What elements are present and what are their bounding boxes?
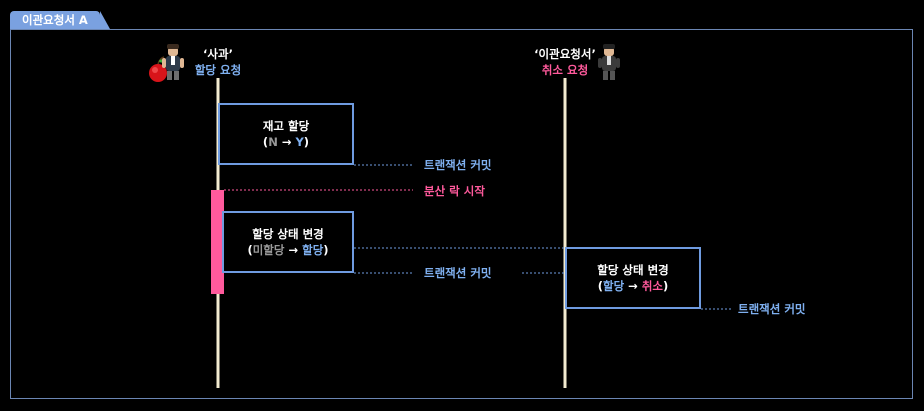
left-actor-action: 할당 요청	[194, 63, 242, 77]
right-actor-label: ‘이관요청서’ 취소 요청	[520, 46, 610, 78]
diagram-tab: 이관요청서 A	[10, 11, 110, 29]
stock-box-title: 재고 할당	[262, 119, 310, 133]
assign-status-box: 할당 상태 변경 (미할당 → 할당)	[222, 211, 354, 273]
diagram-frame	[10, 29, 913, 399]
cancel-status-box: 할당 상태 변경 (할당 → 취소)	[565, 247, 701, 309]
commit-note-2: 트랜잭션 커밋	[424, 266, 492, 280]
left-actor-label: ‘사과’ 할당 요청	[186, 46, 250, 78]
commit-note-1: 트랜잭션 커밋	[424, 158, 492, 172]
cancel-to: 취소	[641, 279, 663, 293]
assign-to: 할당	[302, 243, 324, 257]
stock-allocation-box: 재고 할당 (N → Y)	[218, 103, 354, 165]
stock-from: N	[268, 135, 278, 149]
stock-box-change: (N → Y)	[262, 135, 310, 149]
left-person-icon	[162, 44, 184, 80]
assign-from: 미할당	[252, 243, 285, 257]
left-actor-name: ‘사과’	[203, 47, 233, 61]
commit-note-3: 트랜잭션 커밋	[738, 302, 806, 316]
right-actor-name: ‘이관요청서’	[534, 47, 596, 61]
right-person-icon	[598, 44, 620, 80]
assign-box-title: 할당 상태 변경	[252, 227, 324, 241]
assign-box-change: (미할당 → 할당)	[247, 243, 329, 257]
cancel-box-change: (할당 → 취소)	[597, 279, 669, 293]
lock-bar	[211, 190, 224, 294]
cancel-from: 할당	[603, 279, 625, 293]
stock-to: Y	[295, 135, 304, 149]
cancel-box-title: 할당 상태 변경	[597, 263, 669, 277]
lock-start-note: 분산 락 시작	[424, 184, 485, 198]
right-actor-action: 취소 요청	[541, 63, 589, 77]
